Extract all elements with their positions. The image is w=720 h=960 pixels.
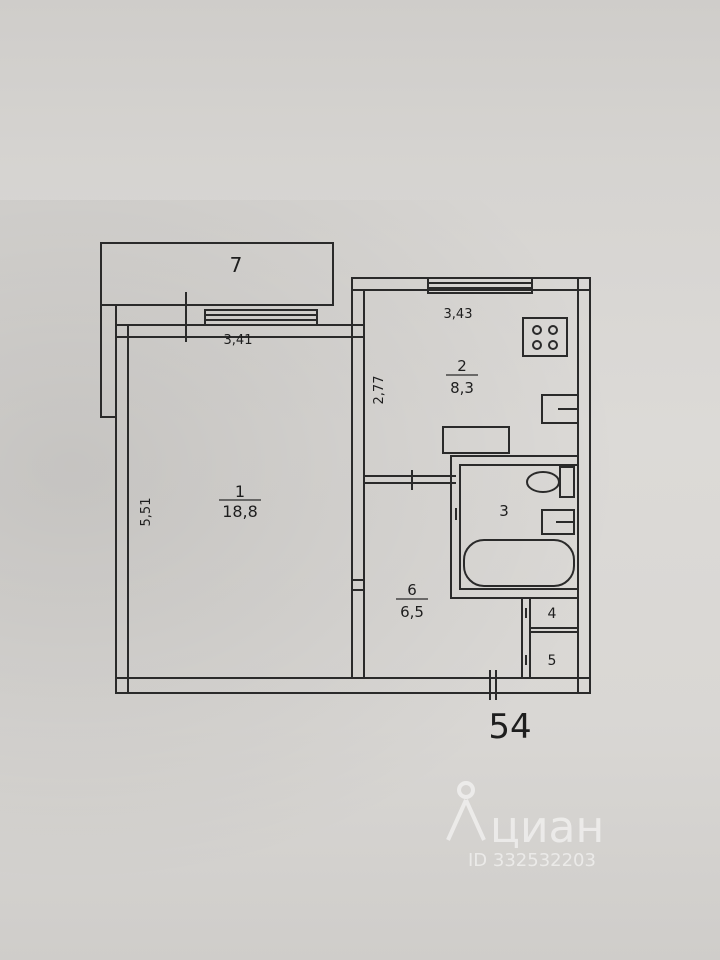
wall-bottom (115, 677, 591, 694)
balcony-outline (100, 242, 334, 306)
room-2-number: 2 (457, 357, 467, 375)
room-5-number: 5 (548, 653, 557, 669)
floor-mark: 54 (488, 707, 531, 747)
cian-logo-icon (446, 781, 486, 841)
dimension-room2-length: 2,77 (372, 376, 387, 405)
room-6-area: 6,5 (400, 603, 424, 621)
room-1-number: 1 (235, 482, 245, 501)
window-room2 (427, 277, 533, 294)
closet-wall (521, 597, 531, 679)
room-6-number: 6 (407, 581, 417, 599)
counter-icon (442, 426, 510, 454)
bathroom-inner (459, 464, 579, 590)
bathroom-outline (450, 455, 579, 599)
room-7-number: 7 (230, 253, 243, 277)
watermark-id: ID 332532203 (468, 850, 596, 871)
toilet-icon (526, 471, 560, 493)
wall-left-upper (100, 304, 117, 418)
wall-right (577, 277, 591, 694)
room-2-area: 8,3 (450, 379, 474, 397)
wall-left (115, 324, 129, 694)
room-3-number: 3 (499, 502, 509, 520)
dimension-room2-width: 3,43 (444, 307, 473, 322)
dimension-room1-length: 5,51 (139, 498, 154, 527)
watermark-brand: циан (490, 802, 604, 853)
stove-icon (522, 317, 568, 357)
bathtub-icon (463, 539, 575, 587)
toilet-tank (559, 466, 575, 498)
window-room1 (204, 309, 318, 326)
room-1-area: 18,8 (222, 502, 258, 521)
room-4-number: 4 (548, 606, 557, 622)
wall-interior-vertical (351, 289, 365, 679)
dimension-room1-width: 3,41 (224, 333, 253, 348)
